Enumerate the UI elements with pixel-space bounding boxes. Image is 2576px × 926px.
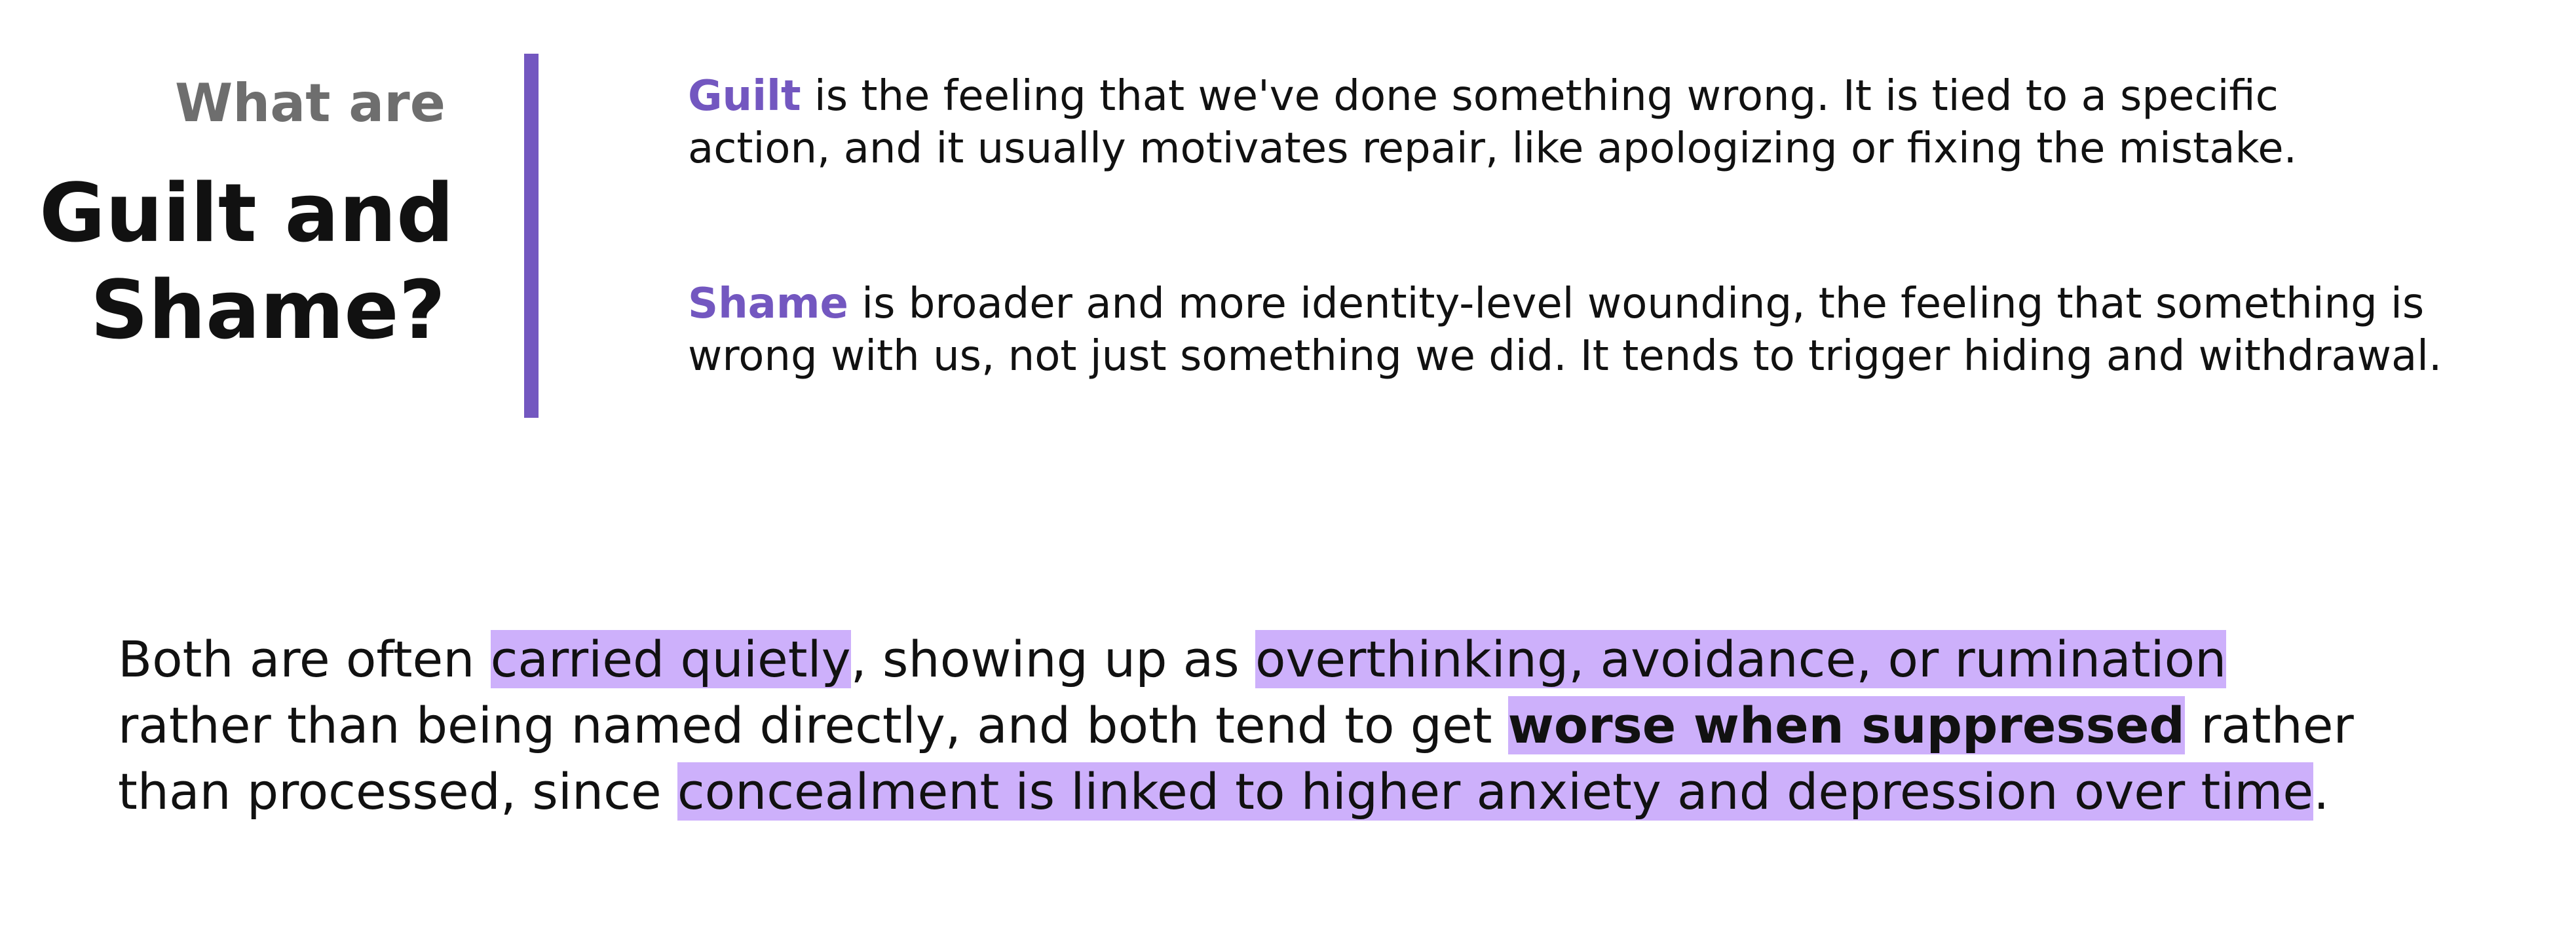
page-title: Guilt and Shame? xyxy=(39,166,455,360)
guilt-definition: Guilt is the feeling that we've done som… xyxy=(688,70,2509,175)
shame-definition: Shame is broader and more identity-level… xyxy=(688,278,2509,382)
highlight-carried-quietly: carried quietly xyxy=(490,630,851,688)
shame-definition-line-1: Shame is broader and more identity-level… xyxy=(688,278,2509,330)
definitions: Guilt is the feeling that we've done som… xyxy=(688,70,2509,382)
highlight-worse-when-suppressed: worse when suppressed xyxy=(1507,696,2185,754)
guilt-definition-line-2: action, and it usually motivates repair,… xyxy=(688,124,2297,173)
summary-paragraph: Both are often carried quietly, showing … xyxy=(118,626,2542,824)
summary-text: rather than being named directly, and bo… xyxy=(118,696,1508,754)
accent-divider xyxy=(524,54,539,418)
shame-definition-line-2: wrong with us, not just something we did… xyxy=(688,332,2442,380)
summary-line-2: rather than being named directly, and bo… xyxy=(118,692,2542,758)
page-title-line-1: Guilt and xyxy=(39,167,455,261)
summary-text: rather xyxy=(2184,696,2354,754)
guilt-definition-text-1: is the feeling that we've done something… xyxy=(801,72,2279,120)
highlight-overthinking: overthinking, avoidance, or rumination xyxy=(1255,630,2227,688)
summary-text: than processed, since xyxy=(118,762,677,821)
summary-text: Both are often xyxy=(118,630,491,688)
title-kicker: What are xyxy=(175,73,445,134)
summary-text: . xyxy=(2313,762,2330,821)
title-block: What are Guilt and Shame? xyxy=(39,73,455,360)
summary-line-1: Both are often carried quietly, showing … xyxy=(118,626,2542,692)
summary-text: , showing up as xyxy=(850,630,1255,688)
highlight-concealment: concealment is linked to higher anxiety … xyxy=(677,762,2314,821)
shame-term: Shame xyxy=(688,280,848,328)
page-title-line-2: Shame? xyxy=(90,264,445,358)
shame-definition-text-1: is broader and more identity-level wound… xyxy=(848,280,2425,328)
guilt-definition-line-1: Guilt is the feeling that we've done som… xyxy=(688,70,2509,122)
guilt-term: Guilt xyxy=(688,72,801,120)
summary-line-3: than processed, since concealment is lin… xyxy=(118,758,2542,824)
